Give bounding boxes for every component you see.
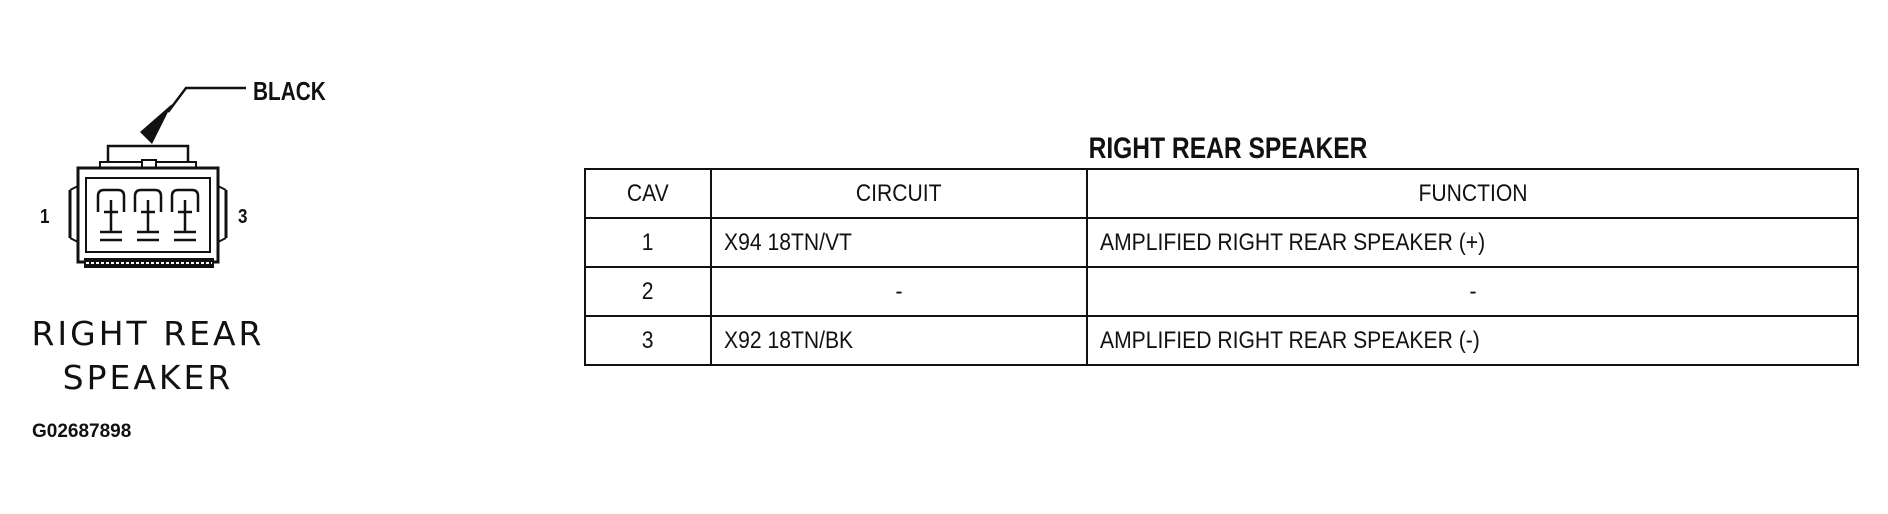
cav-cell: 1: [584, 217, 712, 268]
column-header-circuit: CIRCUIT: [710, 168, 1088, 219]
connector-drawing: [68, 86, 246, 268]
cav-cell: 3: [584, 315, 712, 366]
table-title: RIGHT REAR SPEAKER: [1088, 132, 1368, 165]
table-row: 3 X92 18TN/BK AMPLIFIED RIGHT REAR SPEAK…: [584, 315, 1859, 366]
terminal-cavity-3: [170, 188, 200, 242]
circuit-cell: X92 18TN/BK: [710, 315, 1088, 366]
terminal-cavity-2: [133, 188, 163, 242]
connector-name: RIGHT REAR SPEAKER: [28, 312, 268, 400]
connector-figure: 1 3 BLACK RIGHT REAR SPEAKER G02687898: [0, 0, 560, 514]
circuit-cell: X94 18TN/VT: [710, 217, 1088, 268]
figure-id: G02687898: [32, 421, 132, 442]
circuit-cell: -: [710, 266, 1088, 317]
connector-name-line2: SPEAKER: [62, 358, 234, 397]
callout-leader-line: [167, 86, 246, 113]
pinout-table: CAV CIRCUIT FUNCTION 1 X94 18TN/VT AMPLI…: [584, 168, 1859, 366]
function-cell: AMPLIFIED RIGHT REAR SPEAKER (+): [1086, 217, 1859, 268]
connector-name-line1: RIGHT REAR: [31, 314, 265, 353]
table-row: 2 - -: [584, 266, 1859, 317]
connector-color-label: BLACK: [253, 76, 326, 106]
terminal-cavity-1: [96, 188, 126, 242]
callout-arrow-icon: [140, 104, 172, 144]
table-header-row: CAV CIRCUIT FUNCTION: [584, 168, 1859, 219]
column-header-cav: CAV: [584, 168, 712, 219]
table-row: 1 X94 18TN/VT AMPLIFIED RIGHT REAR SPEAK…: [584, 217, 1859, 268]
pin-label-right: 3: [238, 206, 248, 228]
function-cell: AMPLIFIED RIGHT REAR SPEAKER (-): [1086, 315, 1859, 366]
column-header-function: FUNCTION: [1086, 168, 1859, 219]
function-cell: -: [1086, 266, 1859, 317]
cav-cell: 2: [584, 266, 712, 317]
pin-label-left: 1: [40, 206, 50, 228]
